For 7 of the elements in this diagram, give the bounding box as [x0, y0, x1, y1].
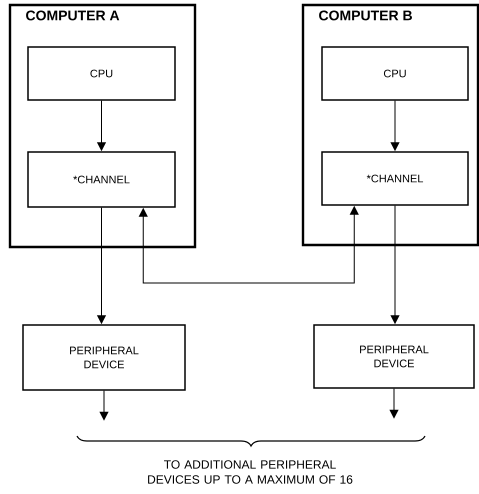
- process-box: CPU: [321, 46, 469, 101]
- process-box: CPU: [27, 46, 176, 101]
- peripheral-box: PERIPHERAL DEVICE: [313, 324, 475, 389]
- process-box: *CHANNEL: [27, 151, 176, 208]
- process-box: *CHANNEL: [321, 151, 469, 206]
- peripheral-box: PERIPHERAL DEVICE: [22, 324, 186, 391]
- note-text: TO ADDITIONAL PERIPHERAL DEVICES UP TO A MAXIMUM OF 16: [148, 460, 352, 484]
